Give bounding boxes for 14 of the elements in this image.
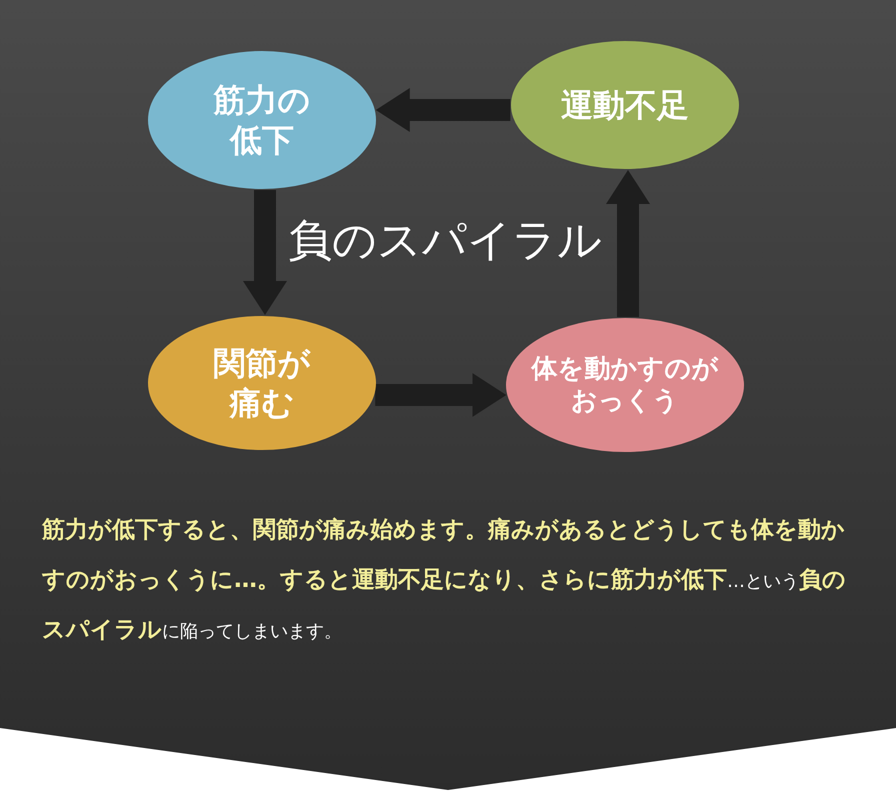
ellipse-node bbox=[510, 40, 740, 170]
ellipse-node bbox=[505, 317, 745, 453]
node-label: 体を動かすのがおっくう bbox=[530, 352, 720, 418]
arrow bbox=[376, 88, 510, 132]
arrow bbox=[606, 170, 650, 318]
node-label: 運動不足 bbox=[560, 85, 690, 125]
caption: 筋力が低下すると、関節が痛み始めます。痛みがあるとどうしても体を動かすのがおっくうに…。すると運動不足になり、さらに筋力が低下…という負のスパイラルに陥ってしまいます。 bbox=[42, 516, 847, 645]
ellipse-node bbox=[147, 315, 377, 451]
node-label: 筋力の低下 bbox=[212, 80, 312, 160]
ellipse-node bbox=[147, 50, 377, 190]
node-label: 関節が痛む bbox=[212, 343, 312, 423]
arrow bbox=[243, 190, 287, 316]
arrow bbox=[375, 373, 506, 417]
title: 負のスパイラル bbox=[288, 214, 602, 268]
